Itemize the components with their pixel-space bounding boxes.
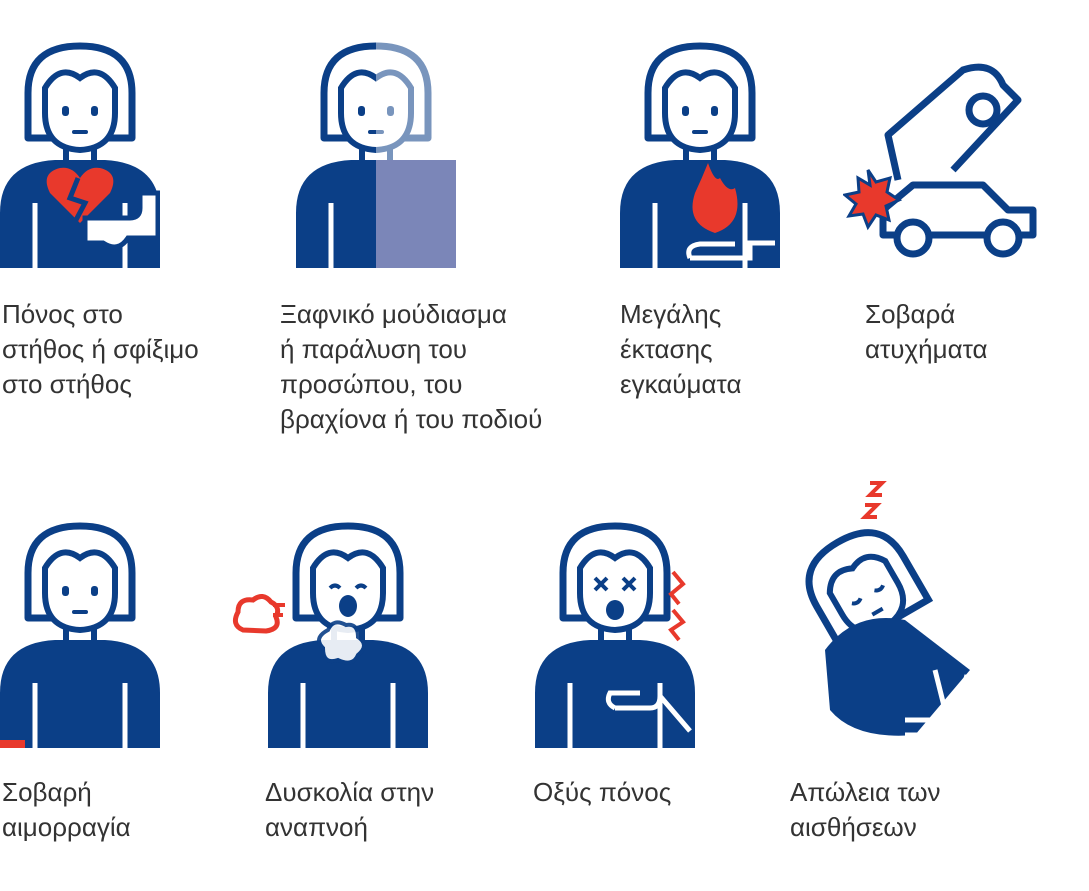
paralysis-icon [296,38,456,268]
fainting-icon [805,529,970,738]
label-fainting: Απώλεια των αισθήσεων [790,777,941,842]
label-car-accident: Σοβαρά ατυχήματα [865,299,988,364]
cough-cloud-icon [232,594,285,634]
bleeding-icon [0,518,160,748]
label-chest-pain: Πόνος στο στήθος ή σφίξιμο στο στήθος [2,299,199,399]
car-accident-icon [843,63,1037,258]
label-breathing: Δυσκολία στην αναπνοή [265,777,435,842]
dizzy-zigzag-icon [860,481,887,519]
lightning-pain-icon [668,570,686,642]
acute-pain-icon [535,518,695,748]
label-paralysis: Ξαφνικό μούδιασμα ή παράλυση του προσώπο… [280,299,543,434]
chest-pain-icon [0,38,160,268]
burns-icon [620,38,780,268]
breathing-difficulty-icon [268,518,428,748]
label-bleeding: Σοβαρή αιμορραγία [2,777,131,842]
label-burns: Μεγάλης έκτασης εγκαύματα [620,299,742,399]
label-acute-pain: Οξύς πόνος [533,777,672,807]
